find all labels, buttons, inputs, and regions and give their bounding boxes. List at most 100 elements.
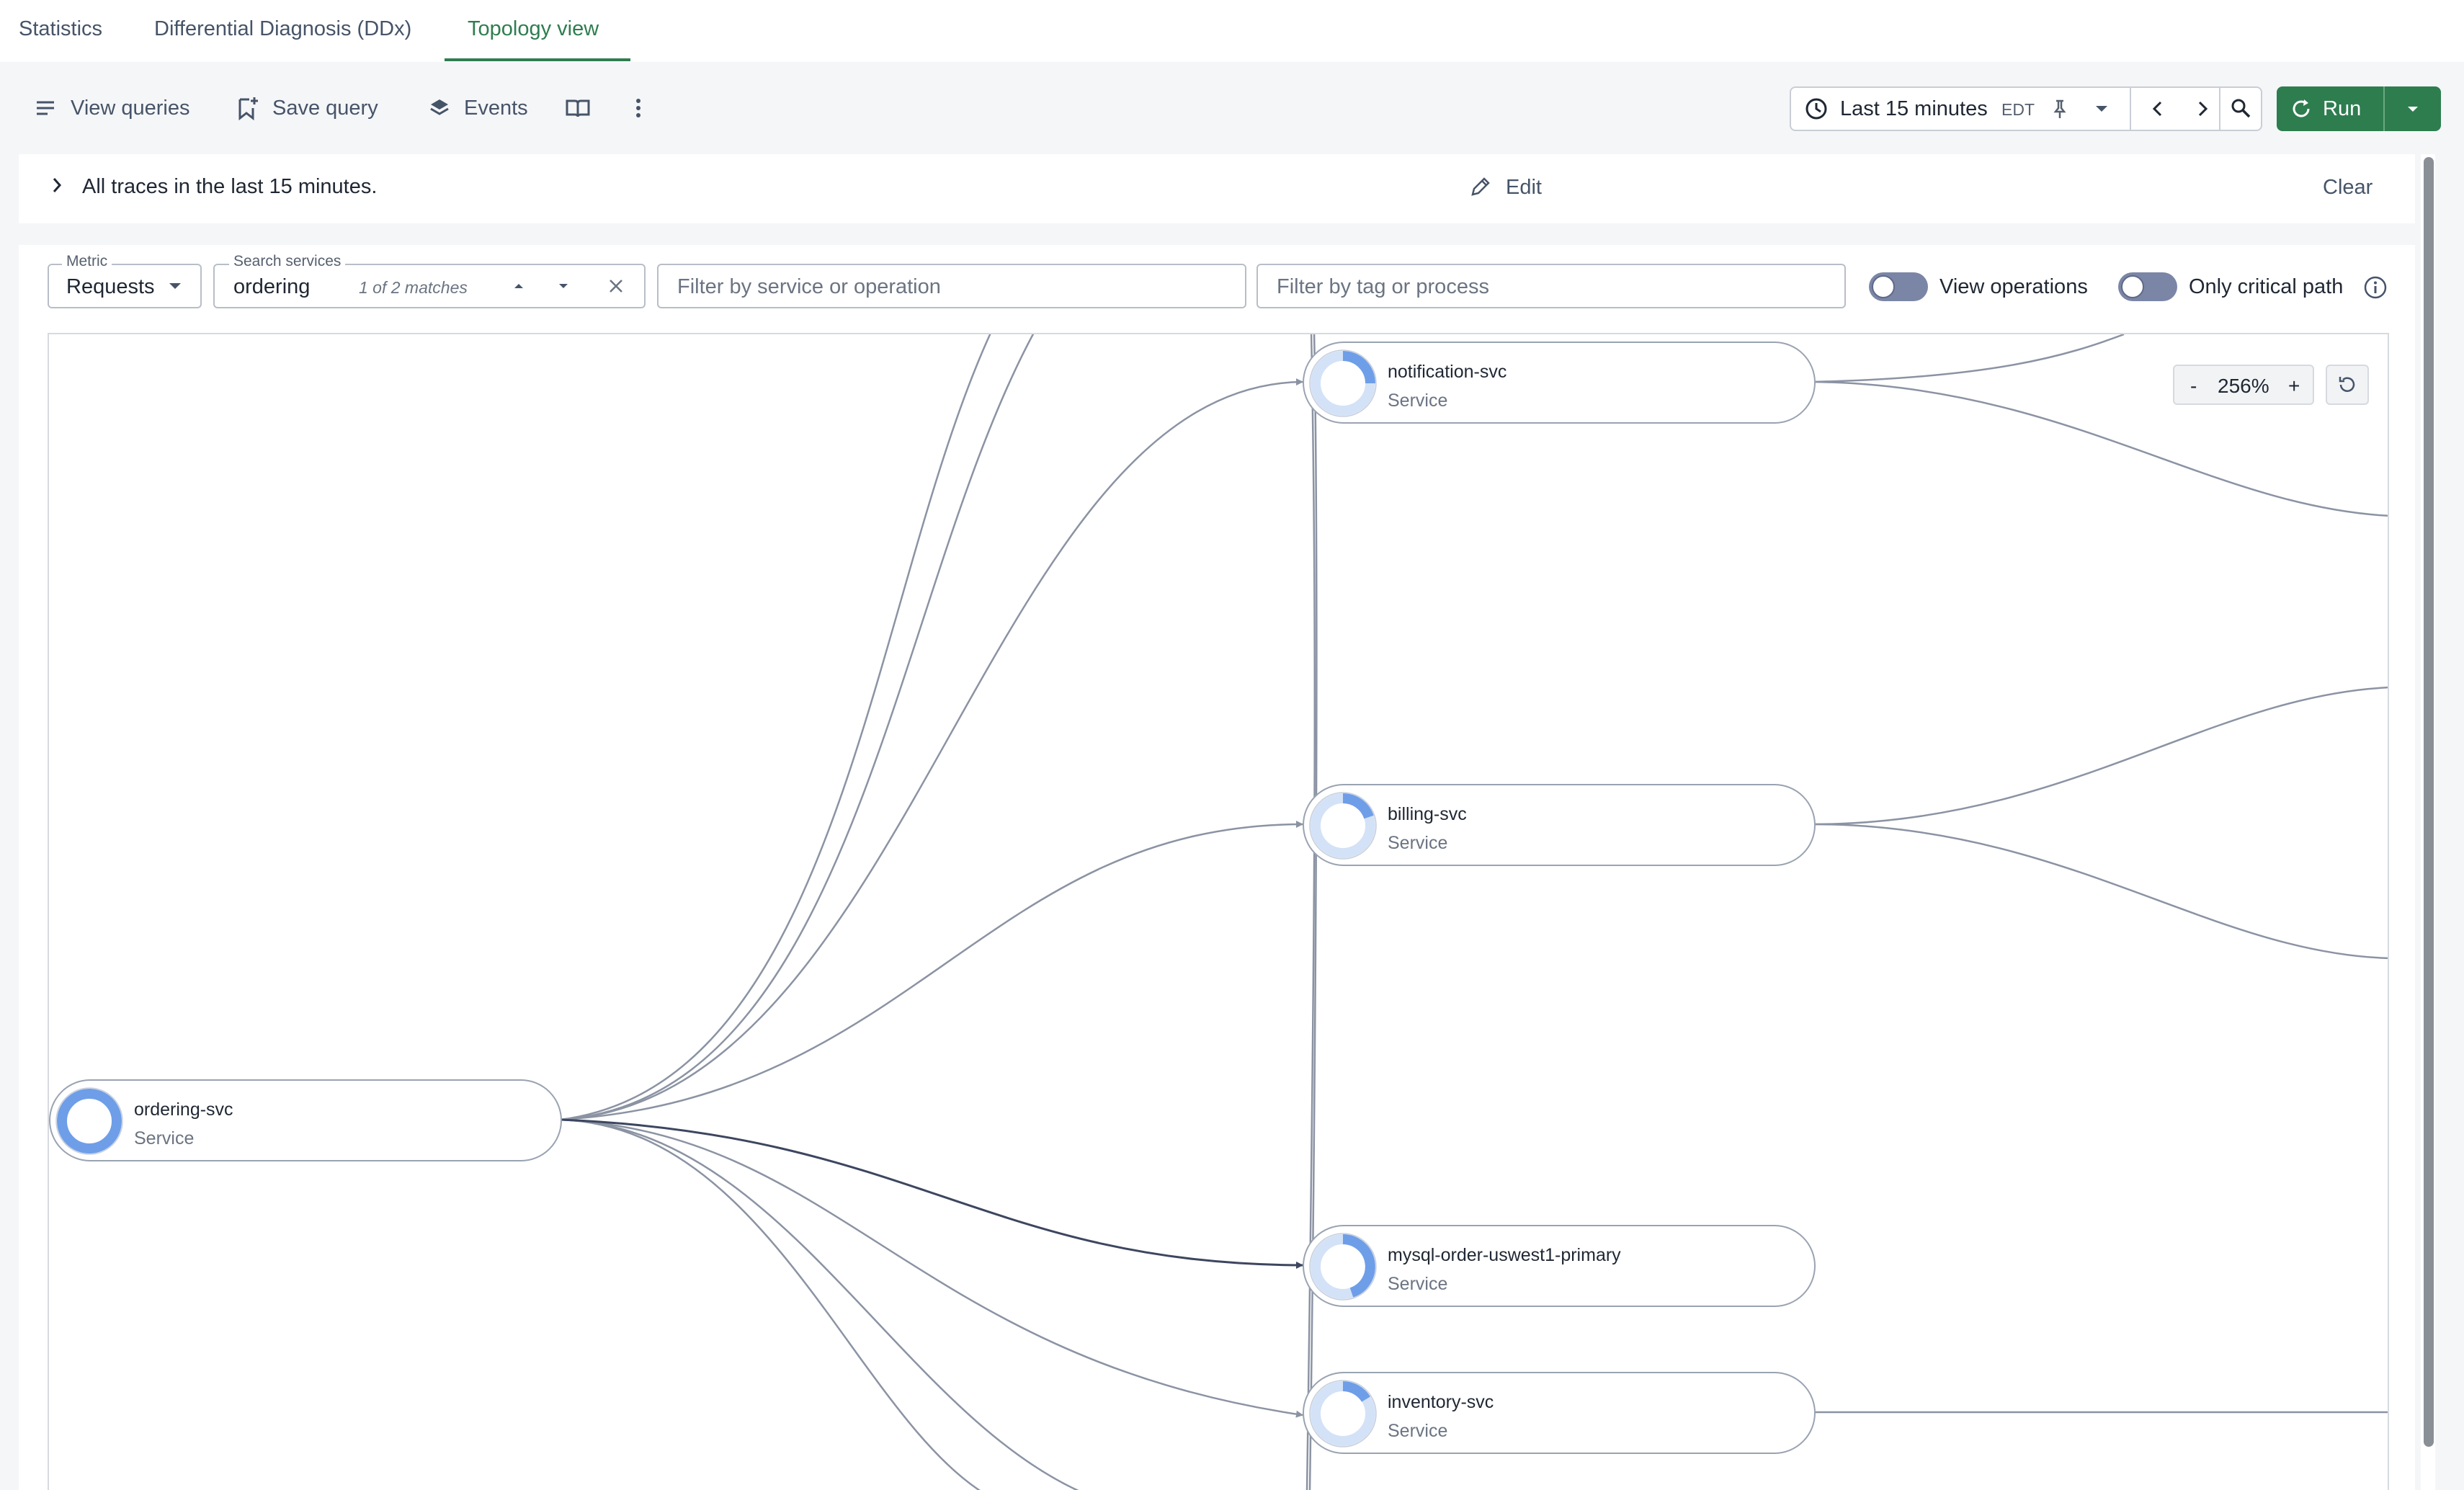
tag-process-filter[interactable]: Filter by tag or process: [1256, 264, 1846, 308]
chevron-right-icon[interactable]: [46, 174, 68, 196]
chevron-right-icon[interactable]: [2192, 98, 2213, 120]
scrollbar-thumb[interactable]: [2424, 157, 2434, 1447]
time-range-label: Last 15 minutes: [1840, 97, 1988, 120]
service-operation-filter[interactable]: Filter by service or operation: [657, 264, 1246, 308]
divider: [2130, 88, 2131, 130]
service-ring-icon: [1309, 1233, 1377, 1301]
node-type: Service: [134, 1128, 195, 1148]
active-tab-indicator: [445, 58, 630, 61]
edges-layer: [560, 334, 2388, 1490]
run-button[interactable]: Run: [2277, 86, 2441, 131]
service-operation-placeholder: Filter by service or operation: [677, 275, 941, 298]
list-icon: [37, 101, 54, 115]
edge: [560, 334, 1035, 1121]
service-ring-icon: [1309, 792, 1377, 860]
more-vertical-icon: [636, 99, 640, 117]
more-options-button[interactable]: [625, 92, 651, 124]
edge: [560, 1118, 1303, 1418]
service-ring-icon: [55, 1087, 123, 1155]
toolbar: View queries Save query Events Last 15 m…: [0, 62, 2464, 153]
node-name: inventory-svc: [1388, 1392, 1494, 1412]
chevron-down-icon: [169, 283, 181, 289]
highlighted-edge: [560, 1118, 1303, 1269]
zoom-level: 256%: [2218, 375, 2269, 397]
metric-field-label: Metric: [62, 254, 112, 269]
timezone-label: EDT: [2001, 100, 2035, 119]
reset-view-button[interactable]: [2326, 365, 2369, 405]
node-type: Service: [1388, 833, 1448, 853]
edge: [1305, 334, 1316, 1490]
edit-query-button[interactable]: Edit: [1506, 176, 1542, 199]
edge: [1812, 380, 2388, 517]
time-range-picker[interactable]: Last 15 minutes EDT: [1790, 86, 2262, 131]
edge: [1812, 823, 2388, 960]
view-operations-toggle[interactable]: [1869, 272, 1928, 301]
critical-path-toggle[interactable]: [2118, 272, 2177, 301]
query-summary-text: All traces in the last 15 minutes.: [82, 175, 378, 198]
edge: [560, 821, 1303, 1121]
edge: [560, 1118, 1079, 1490]
view-operations-label: View operations: [1939, 275, 2088, 298]
service-node[interactable]: notification-svc Service: [1303, 342, 1816, 424]
reset-icon: [2339, 377, 2355, 392]
node-name: notification-svc: [1388, 362, 1507, 382]
service-node[interactable]: mysql-order-uswest1-primary Service: [1303, 1225, 1816, 1307]
search-services-field[interactable]: ordering 1 of 2 matches: [213, 264, 646, 308]
node-type: Service: [1388, 1421, 1448, 1441]
chevron-left-icon[interactable]: [2147, 98, 2169, 120]
clear-query-button[interactable]: Clear: [2323, 176, 2373, 199]
run-label: Run: [2323, 97, 2362, 120]
edge: [1812, 334, 2125, 383]
service-node[interactable]: billing-svc Service: [1303, 784, 1816, 866]
metric-select[interactable]: Requests: [48, 264, 202, 308]
previous-match-icon[interactable]: [510, 278, 527, 294]
view-queries-label: View queries: [71, 96, 190, 120]
edge: [560, 1118, 981, 1490]
refresh-icon: [2293, 99, 2310, 117]
layers-icon: [430, 99, 449, 115]
node-type: Service: [1388, 1274, 1448, 1294]
close-icon[interactable]: [605, 275, 627, 297]
run-options-chevron-icon[interactable]: [2403, 101, 2422, 117]
query-summary-bar: All traces in the last 15 minutes. Edit …: [19, 154, 2415, 223]
events-button[interactable]: Events: [427, 92, 528, 124]
zoom-out-button[interactable]: -: [2190, 375, 2197, 397]
node-name: ordering-svc: [134, 1099, 233, 1120]
service-ring-icon: [1309, 1380, 1377, 1447]
chevron-down-icon[interactable]: [2092, 101, 2111, 117]
tab-differential-diagnosis[interactable]: Differential Diagnosis (DDx): [154, 17, 412, 40]
edge: [1812, 686, 2388, 826]
info-icon[interactable]: [2363, 275, 2388, 300]
toggle-knob: [2121, 275, 2144, 298]
toggle-knob: [1872, 275, 1895, 298]
next-match-icon[interactable]: [555, 278, 572, 294]
edge: [560, 334, 991, 1121]
view-queries-button[interactable]: View queries: [33, 92, 190, 124]
critical-path-label: Only critical path: [2189, 275, 2344, 298]
save-query-button[interactable]: Save query: [235, 92, 378, 124]
search-services-label: Search services: [229, 254, 346, 269]
docs-button[interactable]: [565, 92, 591, 124]
tab-bar: Statistics Differential Diagnosis (DDx) …: [0, 0, 2464, 62]
pin-icon[interactable]: [2049, 98, 2071, 120]
service-ring-icon: [1309, 349, 1377, 417]
zoom-search-icon[interactable]: [2229, 97, 2252, 120]
edge: [560, 378, 1303, 1121]
clock-icon: [1805, 98, 1827, 120]
tab-statistics[interactable]: Statistics: [19, 17, 103, 40]
pencil-icon: [1471, 177, 1490, 196]
save-query-label: Save query: [272, 96, 378, 120]
node-name: mysql-order-uswest1-primary: [1388, 1245, 1621, 1265]
bookmark-add-icon: [238, 97, 258, 121]
events-label: Events: [464, 96, 528, 120]
node-name: billing-svc: [1388, 804, 1467, 824]
zoom-control: - 256% +: [2173, 365, 2314, 405]
search-services-value: ordering: [233, 275, 311, 298]
zoom-in-button[interactable]: +: [2288, 375, 2300, 397]
metric-value: Requests: [66, 275, 155, 298]
service-node-selected[interactable]: ordering-svc Service: [49, 1079, 562, 1161]
service-node[interactable]: inventory-svc Service: [1303, 1372, 1816, 1454]
match-count: 1 of 2 matches: [359, 278, 468, 297]
topology-graph[interactable]: notification-svc Service billing-svc Ser…: [48, 333, 2389, 1490]
tab-topology-view[interactable]: Topology view: [468, 17, 599, 40]
